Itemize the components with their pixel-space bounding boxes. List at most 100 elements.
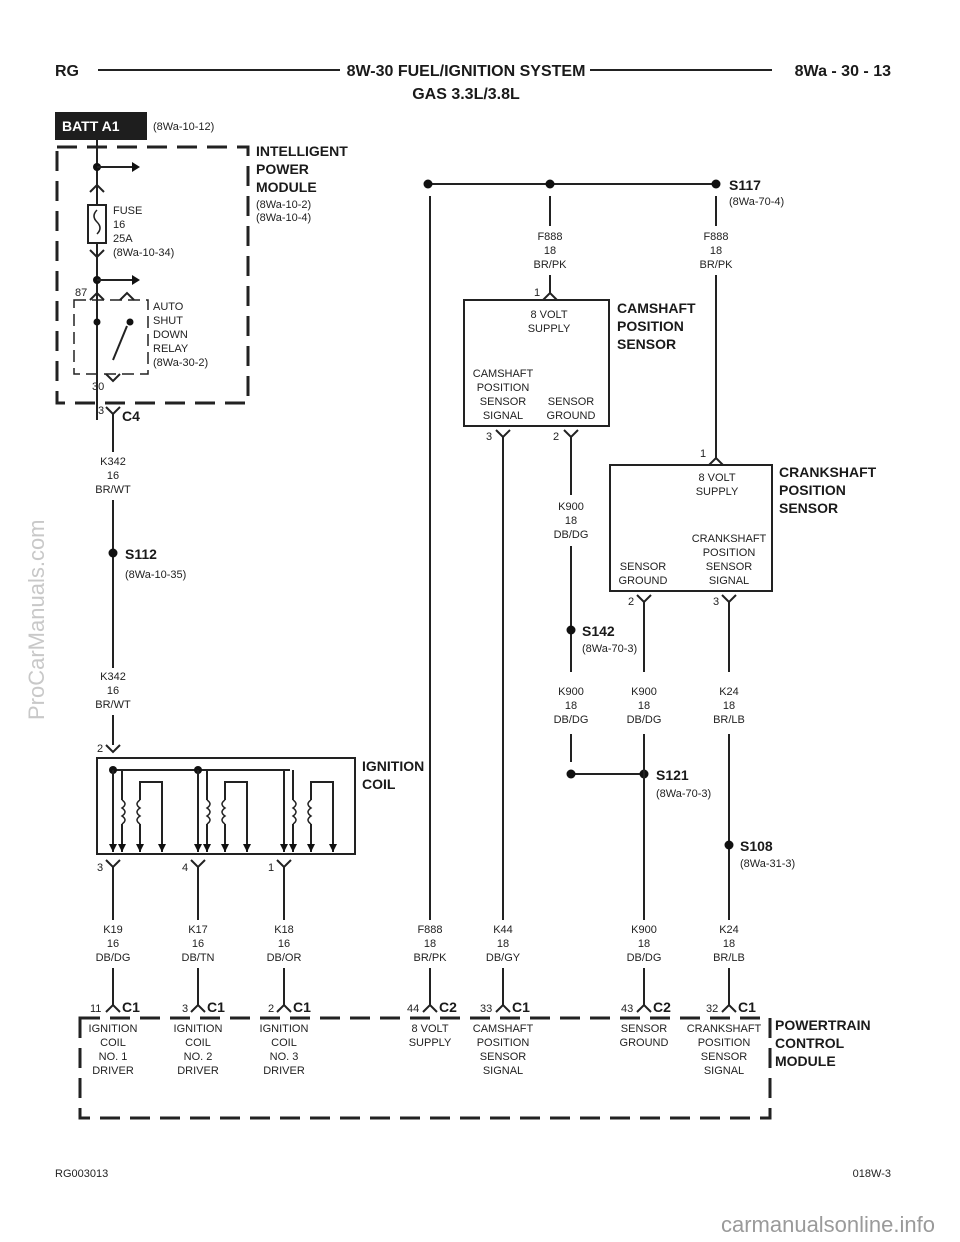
footer-right: 018W-3	[853, 1168, 891, 1180]
coil-output-arrows	[109, 844, 337, 852]
ckp-pin-supply: 1	[700, 448, 706, 460]
s112-dot	[108, 548, 118, 558]
k342-bottom-gauge: 16	[107, 685, 119, 697]
wire-f888-circuit: F888	[417, 924, 442, 936]
pcm-connector-6	[636, 1003, 652, 1013]
pcm-title-3: MODULE	[775, 1053, 836, 1069]
c4-name: C4	[122, 408, 140, 424]
bottom-watermark: carmanualsonline.info	[721, 1212, 935, 1237]
footer-left: RG003013	[55, 1168, 108, 1180]
ckp-gnd-1: SENSOR	[620, 561, 667, 573]
pcm-label-5-l1: CAMSHAFT	[473, 1023, 534, 1035]
s112-ref: (8Wa-10-35)	[125, 569, 186, 581]
batt-box	[55, 112, 147, 140]
pcm-conn-name-7: C1	[738, 999, 756, 1015]
fuse-connector-top	[89, 183, 105, 193]
cmp-sig-connector	[495, 429, 511, 439]
relay-label-4: RELAY	[153, 343, 189, 355]
header-right: 8Wa - 30 - 13	[795, 63, 891, 80]
k900-b-circuit: K900	[558, 686, 584, 698]
pcm-label-3-l1: IGNITION	[260, 1023, 309, 1035]
pcm-title-2: CONTROL	[775, 1035, 845, 1051]
batt-ref: (8Wa-10-12)	[153, 121, 214, 133]
pcm-pin-1: 11	[90, 1003, 101, 1015]
ckp-title-2: POSITION	[779, 482, 846, 498]
s108-dot	[724, 840, 734, 850]
pcm-conn-name-2: C1	[207, 999, 225, 1015]
coil-pin-b-connector	[190, 859, 206, 869]
fuse-element	[93, 209, 101, 235]
coil-windings	[112, 770, 334, 852]
cmp-sig-1: CAMSHAFT	[473, 368, 534, 380]
s108-ref: (8Wa-31-3)	[740, 858, 795, 870]
pcm-label-7-l1: CRANKSHAFT	[687, 1023, 762, 1035]
fuse-label-3: 25A	[113, 233, 133, 245]
cmp-supply-2: SUPPLY	[528, 323, 571, 335]
wire-k17-circuit: K17	[188, 924, 208, 936]
pcm-label-1-l2: COIL	[100, 1037, 126, 1049]
pcm-pin-labels: IGNITION COIL NO. 1 DRIVER IGNITION COIL…	[89, 1023, 762, 1077]
ckp-sig-1: CRANKSHAFT	[692, 533, 767, 545]
wire-k18-circuit: K18	[274, 924, 294, 936]
fuse-label-4: (8Wa-10-34)	[113, 247, 174, 259]
pcm-label-5-l3: SENSOR	[480, 1051, 527, 1063]
ckp-gnd-2: GROUND	[619, 575, 668, 587]
k24-top-color: BR/LB	[713, 714, 745, 726]
pcm-label-2-l1: IGNITION	[174, 1023, 223, 1035]
cmp-title-3: SENSOR	[617, 336, 676, 352]
ign-coil-pin-c: 1	[268, 862, 274, 874]
cmp-gnd-connector	[563, 429, 579, 439]
ckp-title-1: CRANKSHAFT	[779, 464, 877, 480]
s121-ref: (8Wa-70-3)	[656, 788, 711, 800]
ckp-sig-3: SENSOR	[706, 561, 753, 573]
pcm-label-3-l3: NO. 3	[270, 1051, 299, 1063]
pcm-connector-1	[105, 1003, 121, 1013]
k900-b-color: DB/DG	[554, 714, 589, 726]
wire-k18-color: DB/OR	[267, 952, 302, 964]
ipm-title-2: POWER	[256, 161, 309, 177]
relay-switch-arm	[112, 325, 128, 361]
fuse-body	[87, 204, 107, 244]
s142-name: S142	[582, 623, 615, 639]
wire-k19-gauge: 16	[107, 938, 119, 950]
k900-c-circuit: K900	[631, 686, 657, 698]
relay-pin-87: 87	[75, 287, 87, 299]
pcm-label-1-l1: IGNITION	[89, 1023, 138, 1035]
cmp-pin-gnd: 2	[553, 431, 559, 443]
pcm-connector-5	[495, 1003, 511, 1013]
k900-c-gauge: 18	[638, 700, 650, 712]
k342-bottom-circuit: K342	[100, 671, 126, 683]
f888-cmp-color: BR/PK	[533, 259, 567, 271]
s108-name: S108	[740, 838, 773, 854]
ign-coil-pin-b: 4	[182, 862, 188, 874]
relay-pin87-connector	[89, 291, 105, 301]
f888-cmp-circuit: F888	[537, 231, 562, 243]
s142-ref: (8Wa-70-3)	[582, 643, 637, 655]
coil-1	[112, 770, 163, 852]
header: RG 8W-30 FUEL/IGNITION SYSTEM 8Wa - 30 -…	[55, 63, 891, 103]
side-watermark: ProCarManuals.com	[24, 519, 49, 720]
s121-name: S121	[656, 767, 689, 783]
wire-k17-color: DB/TN	[182, 952, 215, 964]
ipm-ref-1: (8Wa-10-2)	[256, 199, 311, 211]
pcm-label-6-l1: SENSOR	[621, 1023, 668, 1035]
pcm-label-2-l2: COIL	[185, 1037, 211, 1049]
cmp-pin-sig: 3	[486, 431, 492, 443]
ipm-title-3: MODULE	[256, 179, 317, 195]
relay-label-3: DOWN	[153, 329, 188, 341]
s142-dot	[566, 625, 576, 635]
pcm-label-4-l1: 8 VOLT	[411, 1023, 448, 1035]
k900-a-circuit: K900	[558, 501, 584, 513]
wire-k17-gauge: 16	[192, 938, 204, 950]
ipm-outline	[55, 145, 250, 405]
ckp-gnd-connector	[636, 594, 652, 604]
fuse-label-2: 16	[113, 219, 125, 231]
c4-pin: 3	[98, 405, 104, 417]
wire-k900-gauge: 18	[638, 938, 650, 950]
ckp-sig-connector	[721, 594, 737, 604]
wire-f888-gauge: 18	[424, 938, 436, 950]
cmp-gnd-2: GROUND	[547, 410, 596, 422]
ckp-supply-connector	[708, 456, 724, 466]
pcm-label-7-l2: POSITION	[698, 1037, 751, 1049]
